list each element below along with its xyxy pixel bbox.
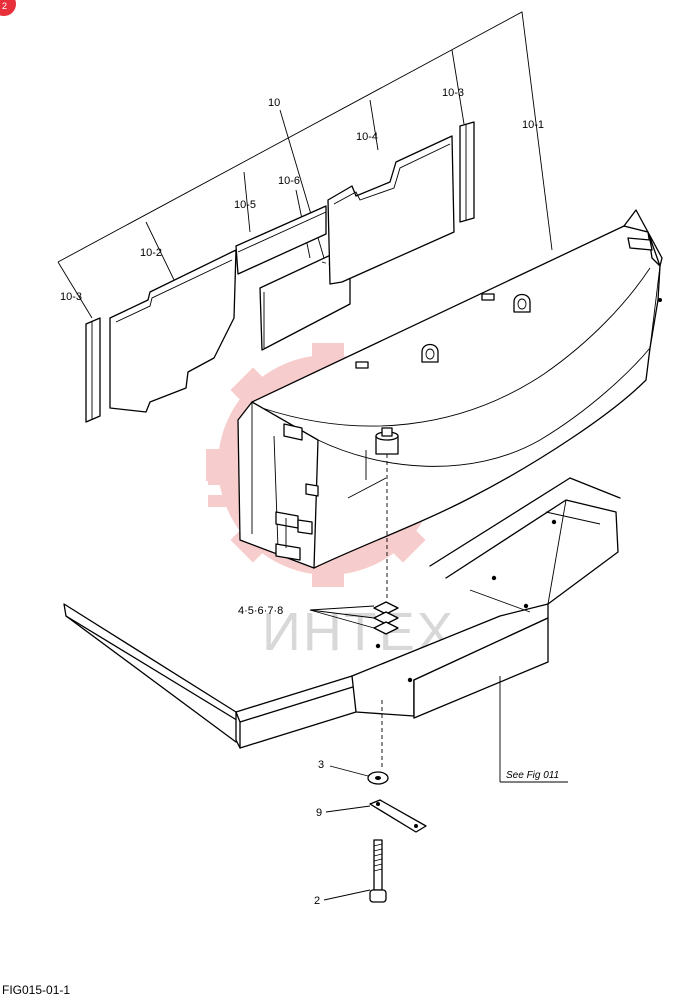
- counterweight-body: [237, 209, 663, 600]
- panel-10-3-right: [459, 121, 475, 223]
- side-clips: [275, 423, 319, 561]
- panel-10-3-left: [85, 317, 101, 423]
- label-10-5: 10-5: [234, 199, 256, 211]
- label-10-1: 10-1: [522, 119, 544, 131]
- reference-leader: [499, 676, 568, 783]
- label-10-6: 10-6: [278, 175, 300, 187]
- see-fig-reference: See Fig 011: [506, 770, 559, 781]
- label-10-3-left: 10-3: [60, 291, 82, 303]
- label-4-8: 4·5·6·7·8: [238, 605, 283, 617]
- shim-stack: [309, 601, 399, 635]
- chassis-frame: [63, 477, 621, 749]
- plate-9: [325, 799, 427, 833]
- panel-10-2: [109, 249, 237, 413]
- label-10-4: 10-4: [356, 131, 378, 143]
- corner-badge-icon: 2: [0, 0, 16, 16]
- figure-id: FIG015-01-1: [2, 983, 70, 997]
- label-3: 3: [318, 759, 324, 771]
- label-10-3-top: 10-3: [442, 87, 464, 99]
- panel-10-4: [327, 135, 455, 285]
- label-10: 10: [268, 97, 280, 109]
- svg-text:2: 2: [2, 1, 7, 11]
- label-2: 2: [314, 895, 320, 907]
- label-10-2: 10-2: [140, 247, 162, 259]
- label-9: 9: [316, 807, 322, 819]
- bolt-2: [323, 839, 387, 903]
- panel-10-5: [235, 205, 327, 275]
- washer-3: [329, 765, 389, 785]
